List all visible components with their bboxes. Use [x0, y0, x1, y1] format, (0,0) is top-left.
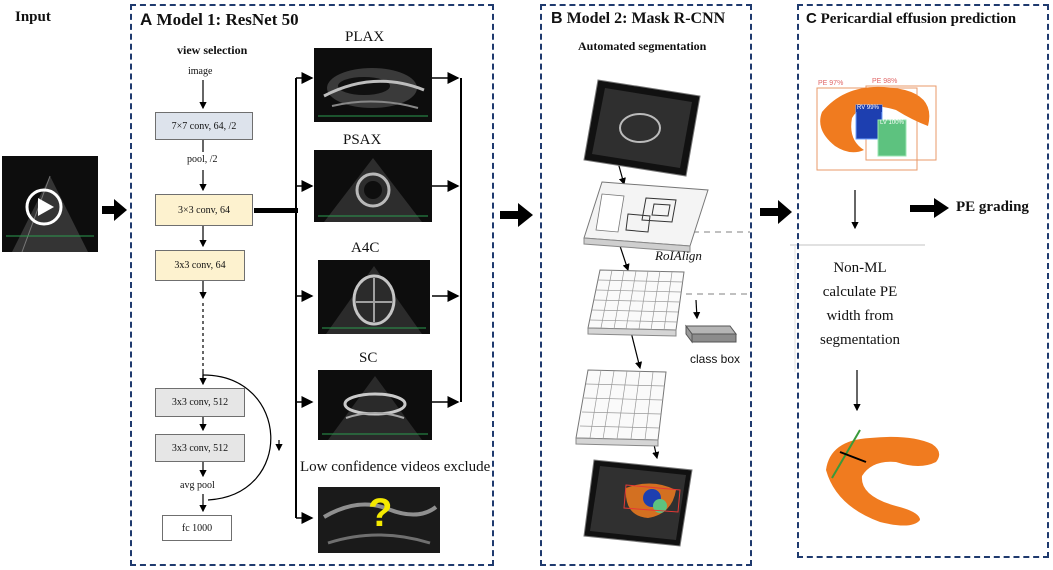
conv7-layer: 7×7 conv, 64, /2	[155, 112, 253, 140]
question-mark: ?	[368, 491, 393, 535]
play-icon	[25, 188, 63, 226]
view-label-psax: PSAX	[343, 132, 382, 148]
non-ml-text: Non-ML calculate PE width from segmentat…	[800, 256, 920, 352]
conv3-512-layer-1: 3x3 conv, 512	[155, 388, 245, 417]
low-confidence-label: Low confidence videos exclude	[300, 459, 491, 475]
a-to-b-arrow	[500, 203, 533, 227]
input-label: Input	[15, 9, 51, 25]
conv3-64-layer-2: 3x3 conv, 64	[155, 250, 245, 281]
roialign-label: RoIAlign	[655, 248, 702, 263]
resnet-flow-arrows	[199, 80, 283, 513]
panel-a	[130, 4, 494, 566]
non-ml-line-2: calculate PE	[822, 284, 898, 300]
non-ml-line-1: Non-ML	[833, 260, 887, 276]
panel-a-subtitle: view selection	[177, 43, 248, 57]
a4c-echo-thumbnail	[318, 260, 430, 334]
conv3-64-layer-1: 3×3 conv, 64	[155, 194, 253, 226]
input-to-a-arrow	[102, 199, 127, 221]
view-branch-lines	[254, 72, 462, 524]
panel-c-heading: C Pericardial effusion prediction	[806, 10, 1016, 28]
non-ml-line-3: width from	[826, 308, 894, 324]
rv-label: RV 99%	[857, 105, 879, 111]
panel-a-heading: A Model 1: ResNet 50	[140, 10, 299, 30]
panel-c	[797, 4, 1049, 558]
conv3-512-layer-2: 3x3 conv, 512	[155, 434, 245, 462]
pe-label-2: PE 98%	[872, 78, 898, 85]
plax-echo-thumbnail	[314, 48, 432, 122]
pool-layer: pool, /2	[187, 154, 218, 165]
pe-grading-arrow	[910, 198, 949, 218]
panel-b-subtitle: Automated segmentation	[578, 39, 707, 53]
panel-a-letter: A	[140, 10, 153, 29]
panel-c-letter: C	[806, 10, 817, 27]
low-confidence-thumbnail: ?	[318, 487, 440, 553]
fc-layer: fc 1000	[162, 515, 232, 541]
sc-echo-thumbnail	[318, 370, 432, 440]
pe-grading-label: PE grading	[956, 199, 1029, 215]
panel-a-title: Model 1: ResNet 50	[156, 10, 299, 29]
non-ml-line-4: segmentation	[820, 332, 900, 348]
panel-c-title: Pericardial effusion prediction	[820, 11, 1017, 27]
image-label: image	[188, 66, 213, 77]
lv-label: LV 100%	[880, 120, 904, 126]
panel-b-letter: B	[551, 10, 563, 27]
pe-label-1: PE 97%	[818, 80, 844, 87]
view-label-sc: SC	[359, 350, 378, 366]
panel-b-title: Model 2: Mask R-CNN	[566, 10, 726, 27]
psax-echo-thumbnail	[314, 150, 432, 222]
panel-b-heading: B Model 2: Mask R-CNN	[551, 10, 725, 28]
class-box-label: class box	[690, 352, 741, 366]
input-video-thumbnail	[2, 156, 98, 252]
view-label-plax: PLAX	[345, 29, 385, 45]
b-to-c-arrow	[760, 200, 792, 224]
panel-b	[540, 4, 752, 566]
view-label-a4c: A4C	[351, 240, 380, 256]
avg-pool-layer: avg pool	[180, 480, 215, 491]
panel-c-arrows	[790, 190, 925, 412]
